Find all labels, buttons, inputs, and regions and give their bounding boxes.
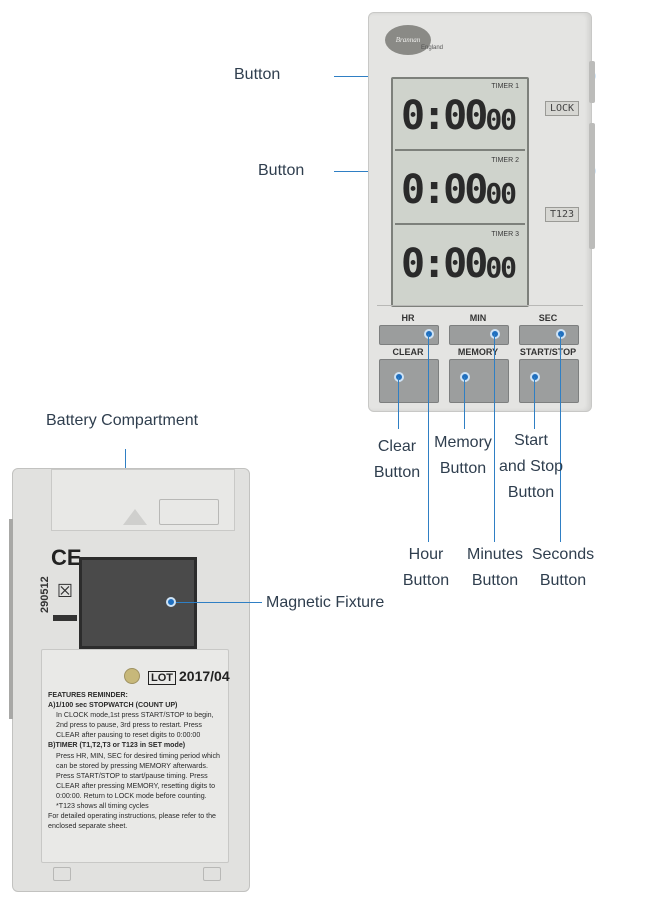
section-a-text: In CLOCK mode,1st press START/STOP to be… bbox=[56, 711, 214, 740]
min-button[interactable] bbox=[449, 325, 509, 345]
callout-memory-label: Memory Button bbox=[434, 434, 492, 477]
battery-arrow-icon bbox=[123, 509, 147, 525]
timer-3-row: TIMER 3 0:0000 bbox=[395, 227, 525, 297]
front-timer: Brannan England TIMER 1 0:0000 TIMER 2 0… bbox=[368, 12, 595, 412]
panel-divider bbox=[377, 305, 583, 306]
back-left-edge bbox=[9, 519, 13, 719]
lock-indicator: LOCK bbox=[545, 101, 580, 116]
magnetic-fixture bbox=[79, 557, 197, 649]
timer-1-label: TIMER 1 bbox=[491, 83, 519, 90]
notice-text: FEATURES REMINDER: A)1/100 sec STOPWATCH… bbox=[48, 690, 226, 831]
footer-note: For detailed operating instructions, ple… bbox=[48, 812, 216, 831]
clear-callout-dot bbox=[394, 372, 404, 382]
timer-3-label: TIMER 3 bbox=[491, 231, 519, 238]
battery-latch[interactable] bbox=[159, 499, 219, 525]
hr-key-label: HR bbox=[401, 313, 415, 323]
magnetic-callout-line bbox=[176, 602, 262, 603]
memory-callout-dot bbox=[460, 372, 470, 382]
min-callout-line bbox=[494, 334, 495, 542]
section-b-text: Press HR, MIN, SEC for desired timing pe… bbox=[56, 751, 220, 800]
start-stop-button[interactable] bbox=[519, 359, 579, 403]
brand-logo: Brannan bbox=[385, 25, 431, 55]
callout-seconds-label: Seconds Button bbox=[531, 546, 595, 589]
memory-callout-line bbox=[464, 377, 465, 429]
start-stop-callout-dot bbox=[530, 372, 540, 382]
weee-bin-bar bbox=[53, 615, 77, 621]
t123-indicator: T123 bbox=[545, 207, 580, 222]
clear-callout-line bbox=[398, 377, 399, 429]
battery-compartment[interactable] bbox=[51, 469, 235, 531]
callout-start-stop-label: Start and Stop Button bbox=[498, 432, 564, 501]
callout-hour-label: Hour Button bbox=[402, 546, 450, 589]
timer-2-digits: 0:0000 bbox=[401, 167, 517, 213]
callout-battery-label: Battery Compartment bbox=[46, 412, 199, 429]
callout-clear-label: Clear Button bbox=[373, 438, 421, 481]
timer-1-row: TIMER 1 0:0000 bbox=[395, 79, 525, 151]
timer-2-label: TIMER 2 bbox=[491, 157, 519, 164]
foot-right bbox=[203, 867, 221, 881]
magnetic-callout-dot bbox=[166, 597, 176, 607]
lcd-display: TIMER 1 0:0000 TIMER 2 0:0000 TIMER 3 0:… bbox=[391, 77, 529, 307]
clear-key-label: CLEAR bbox=[392, 347, 424, 357]
callout-button-mid-label: Button bbox=[258, 162, 305, 179]
reminder-title: FEATURES REMINDER: bbox=[48, 691, 128, 699]
memory-key-label: MEMORY bbox=[457, 347, 499, 357]
memory-button[interactable] bbox=[449, 359, 509, 403]
clear-button[interactable] bbox=[379, 359, 439, 403]
start-stop-key-label: START/STOP bbox=[519, 347, 577, 357]
timer-3-digits: 0:0000 bbox=[401, 241, 517, 287]
hr-callout-dot bbox=[424, 329, 434, 339]
section-b-title: B)TIMER (T1,T2,T3 or T123 in SET mode) bbox=[48, 741, 186, 750]
min-key-label: MIN bbox=[469, 313, 487, 323]
callout-button-top-label: Button bbox=[234, 66, 281, 83]
sec-callout-line bbox=[560, 334, 561, 542]
sec-button[interactable] bbox=[519, 325, 579, 345]
foot-left bbox=[53, 867, 71, 881]
top-side-button[interactable] bbox=[589, 61, 595, 103]
min-callout-dot bbox=[490, 329, 500, 339]
callout-magnetic-label: Magnetic Fixture bbox=[266, 594, 385, 611]
hr-callout-line bbox=[428, 334, 429, 542]
weee-bin-icon: ☒ bbox=[56, 581, 74, 601]
t123-note: *T123 shows all timing cycles bbox=[56, 802, 149, 811]
serial-number: 290512 bbox=[39, 576, 51, 613]
timer-1-digits: 0:0000 bbox=[401, 93, 517, 139]
brand-subtitle: England bbox=[421, 45, 444, 51]
round-mark-icon bbox=[124, 668, 140, 684]
section-a-title: A)1/100 sec STOPWATCH (COUNT UP) bbox=[48, 701, 178, 710]
sec-key-label: SEC bbox=[538, 313, 558, 323]
callout-minutes-label: Minutes Button bbox=[466, 546, 524, 589]
timer-2-row: TIMER 2 0:0000 bbox=[395, 153, 525, 225]
ce-mark: CE bbox=[51, 545, 82, 570]
mid-side-button[interactable] bbox=[589, 123, 595, 249]
start-stop-callout-line bbox=[534, 377, 535, 429]
sec-callout-dot bbox=[556, 329, 566, 339]
